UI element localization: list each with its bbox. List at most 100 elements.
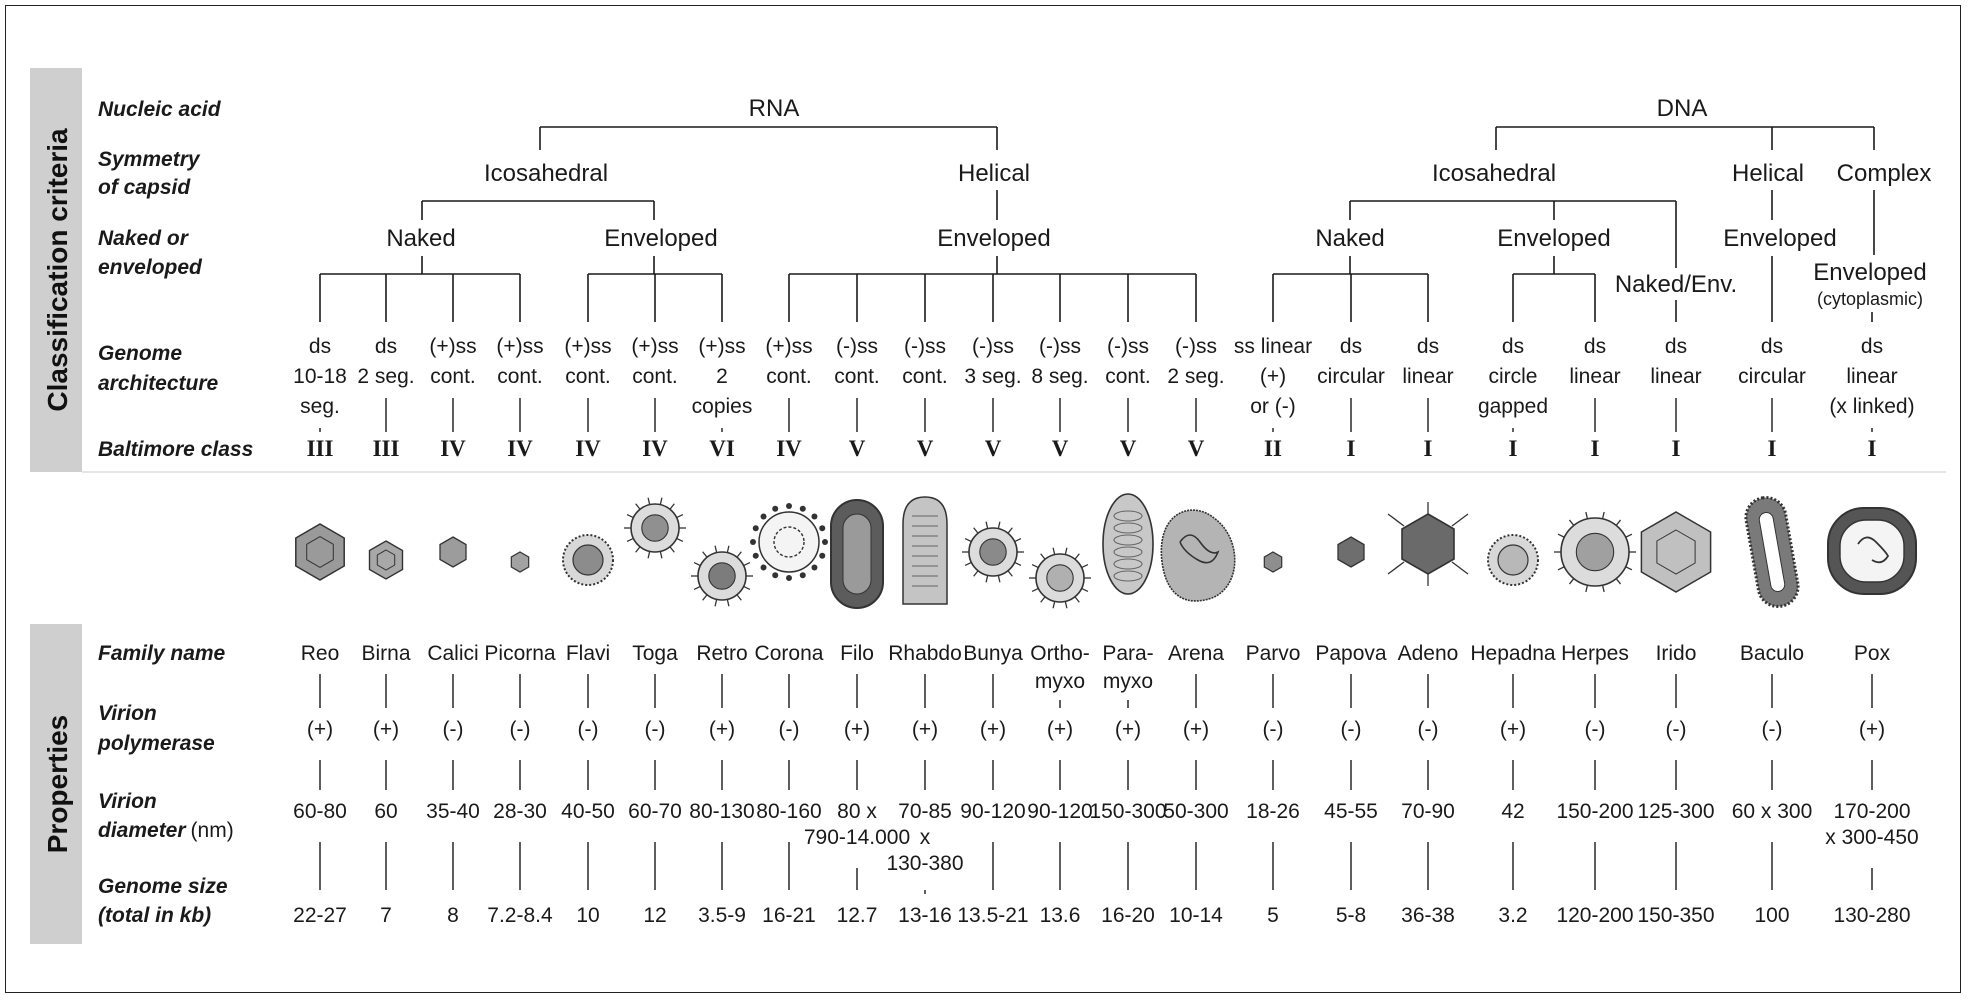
virion-diameter-label-line1: Virion	[98, 790, 157, 813]
genome-architecture-text: ds	[1861, 335, 1883, 358]
genome-architecture-text: (+)ss	[429, 335, 476, 358]
rna-icosahedral-node: Icosahedral	[484, 160, 608, 187]
spike	[997, 575, 1001, 583]
genome-architecture-text: (+)ss	[765, 335, 812, 358]
tree-connectors	[319, 126, 1875, 322]
family-name-value: Adeno	[1398, 642, 1459, 665]
fiber	[1387, 561, 1405, 575]
family-name-value: Ortho-	[1030, 642, 1090, 665]
polymerase-value: (+)	[1859, 718, 1885, 741]
spike	[736, 551, 742, 558]
diameter-value: 28-30	[493, 800, 547, 823]
family-name-value: Toga	[632, 642, 678, 665]
spike	[1031, 563, 1039, 569]
polymerase-value: (+)	[912, 718, 938, 741]
diameter-value: x	[920, 826, 931, 849]
family-name-value: Picorna	[484, 642, 556, 665]
polymerase-value: (-)	[1418, 718, 1439, 741]
virus-illustration	[962, 521, 1024, 583]
symmetry-label-line1: Symmetry	[98, 148, 201, 171]
spike-head	[822, 539, 828, 545]
polymerase-value: (+)	[1115, 718, 1141, 741]
genome-architecture-text: 10-18	[293, 365, 347, 388]
genome-architecture-text: linear	[1846, 365, 1897, 388]
genome-architecture-text: ds	[1417, 335, 1439, 358]
genome-architecture-text: 2	[716, 365, 728, 388]
baltimore-class-value: V	[1188, 436, 1205, 461]
spike	[714, 545, 718, 553]
genome-architecture-text: 3 seg.	[964, 365, 1021, 388]
dna-complex-node: Complex	[1837, 160, 1932, 187]
genome-architecture-text: (x linked)	[1829, 395, 1914, 418]
polymerase-value: (-)	[1341, 718, 1362, 741]
diameter-value: 80 x	[837, 800, 877, 823]
baltimore-class-value: V	[985, 436, 1002, 461]
virus-illustration	[1487, 534, 1539, 586]
genome-architecture-text: circular	[1317, 365, 1385, 388]
genome-size-value: 130-280	[1833, 904, 1910, 927]
genome-architecture-text: gapped	[1478, 395, 1548, 418]
spike	[973, 527, 979, 534]
baltimore-class-value: I	[1424, 436, 1433, 461]
genome-size-value: 3.5-9	[698, 904, 746, 927]
capsid-hexagon	[1640, 511, 1712, 593]
genome-size-value: 22-27	[293, 904, 347, 927]
genome-size-value: 16-20	[1101, 904, 1155, 927]
nucleocapsid	[842, 513, 872, 595]
genome-size-value: 13-16	[898, 904, 952, 927]
genome-architecture-text: cont.	[1105, 365, 1151, 388]
genome-architecture-text: 2 seg.	[357, 365, 414, 388]
properties-side-bar	[30, 624, 82, 944]
genome-size-value: 8	[447, 904, 459, 927]
family-name-value: Flavi	[566, 642, 610, 665]
genome-architecture-text: ds	[1761, 335, 1783, 358]
coil	[1113, 534, 1143, 546]
baltimore-class-value: V	[849, 436, 866, 461]
coil	[1113, 558, 1143, 570]
genome-architecture-text: circle	[1488, 365, 1537, 388]
spike	[626, 537, 634, 543]
genome-size-value: 150-350	[1637, 904, 1714, 927]
fiber	[1387, 513, 1405, 527]
rna-helical-node: Helical	[958, 160, 1030, 187]
virus-illustration	[830, 499, 884, 609]
polymerase-value: (+)	[709, 718, 735, 741]
spike	[1568, 519, 1575, 526]
spike-head	[819, 525, 826, 532]
genome-size-value: 7	[380, 904, 392, 927]
diameter-value: 70-90	[1401, 800, 1455, 823]
genome-size-value: 13.6	[1040, 904, 1081, 927]
virus-illustration	[1263, 551, 1283, 573]
fiber	[1451, 561, 1469, 575]
baltimore-class-value: I	[1868, 436, 1877, 461]
capsid-hexagon	[439, 536, 467, 568]
genome-architecture-text: copies	[692, 395, 753, 418]
symmetry-label-line2: of capsid	[98, 176, 191, 199]
polymerase-value: (-)	[510, 718, 531, 741]
spike	[743, 561, 751, 567]
properties-label: Properties	[42, 715, 73, 854]
spike-head	[819, 552, 826, 559]
family-name-value: Corona	[755, 642, 824, 665]
dna-complex-enveloped-node: Enveloped	[1813, 259, 1926, 286]
baltimore-class-value: II	[1264, 436, 1282, 461]
diameter-value: 60-80	[293, 800, 347, 823]
genome-architecture-text: seg.	[300, 395, 340, 418]
spike	[676, 513, 684, 519]
spike	[693, 585, 701, 591]
baltimore-class-value: III	[373, 436, 400, 461]
genome-architecture-text: linear	[1402, 365, 1453, 388]
genome-size-value: 12	[643, 904, 666, 927]
diameter-value: 35-40	[426, 800, 480, 823]
diameter-value: 150-200	[1556, 800, 1633, 823]
spike	[702, 594, 708, 601]
virion-diameter-label-line2: diameter(nm)	[98, 819, 234, 842]
spike-head	[799, 572, 806, 579]
spike	[669, 503, 675, 510]
genome-architecture-text: (-)ss	[836, 335, 878, 358]
